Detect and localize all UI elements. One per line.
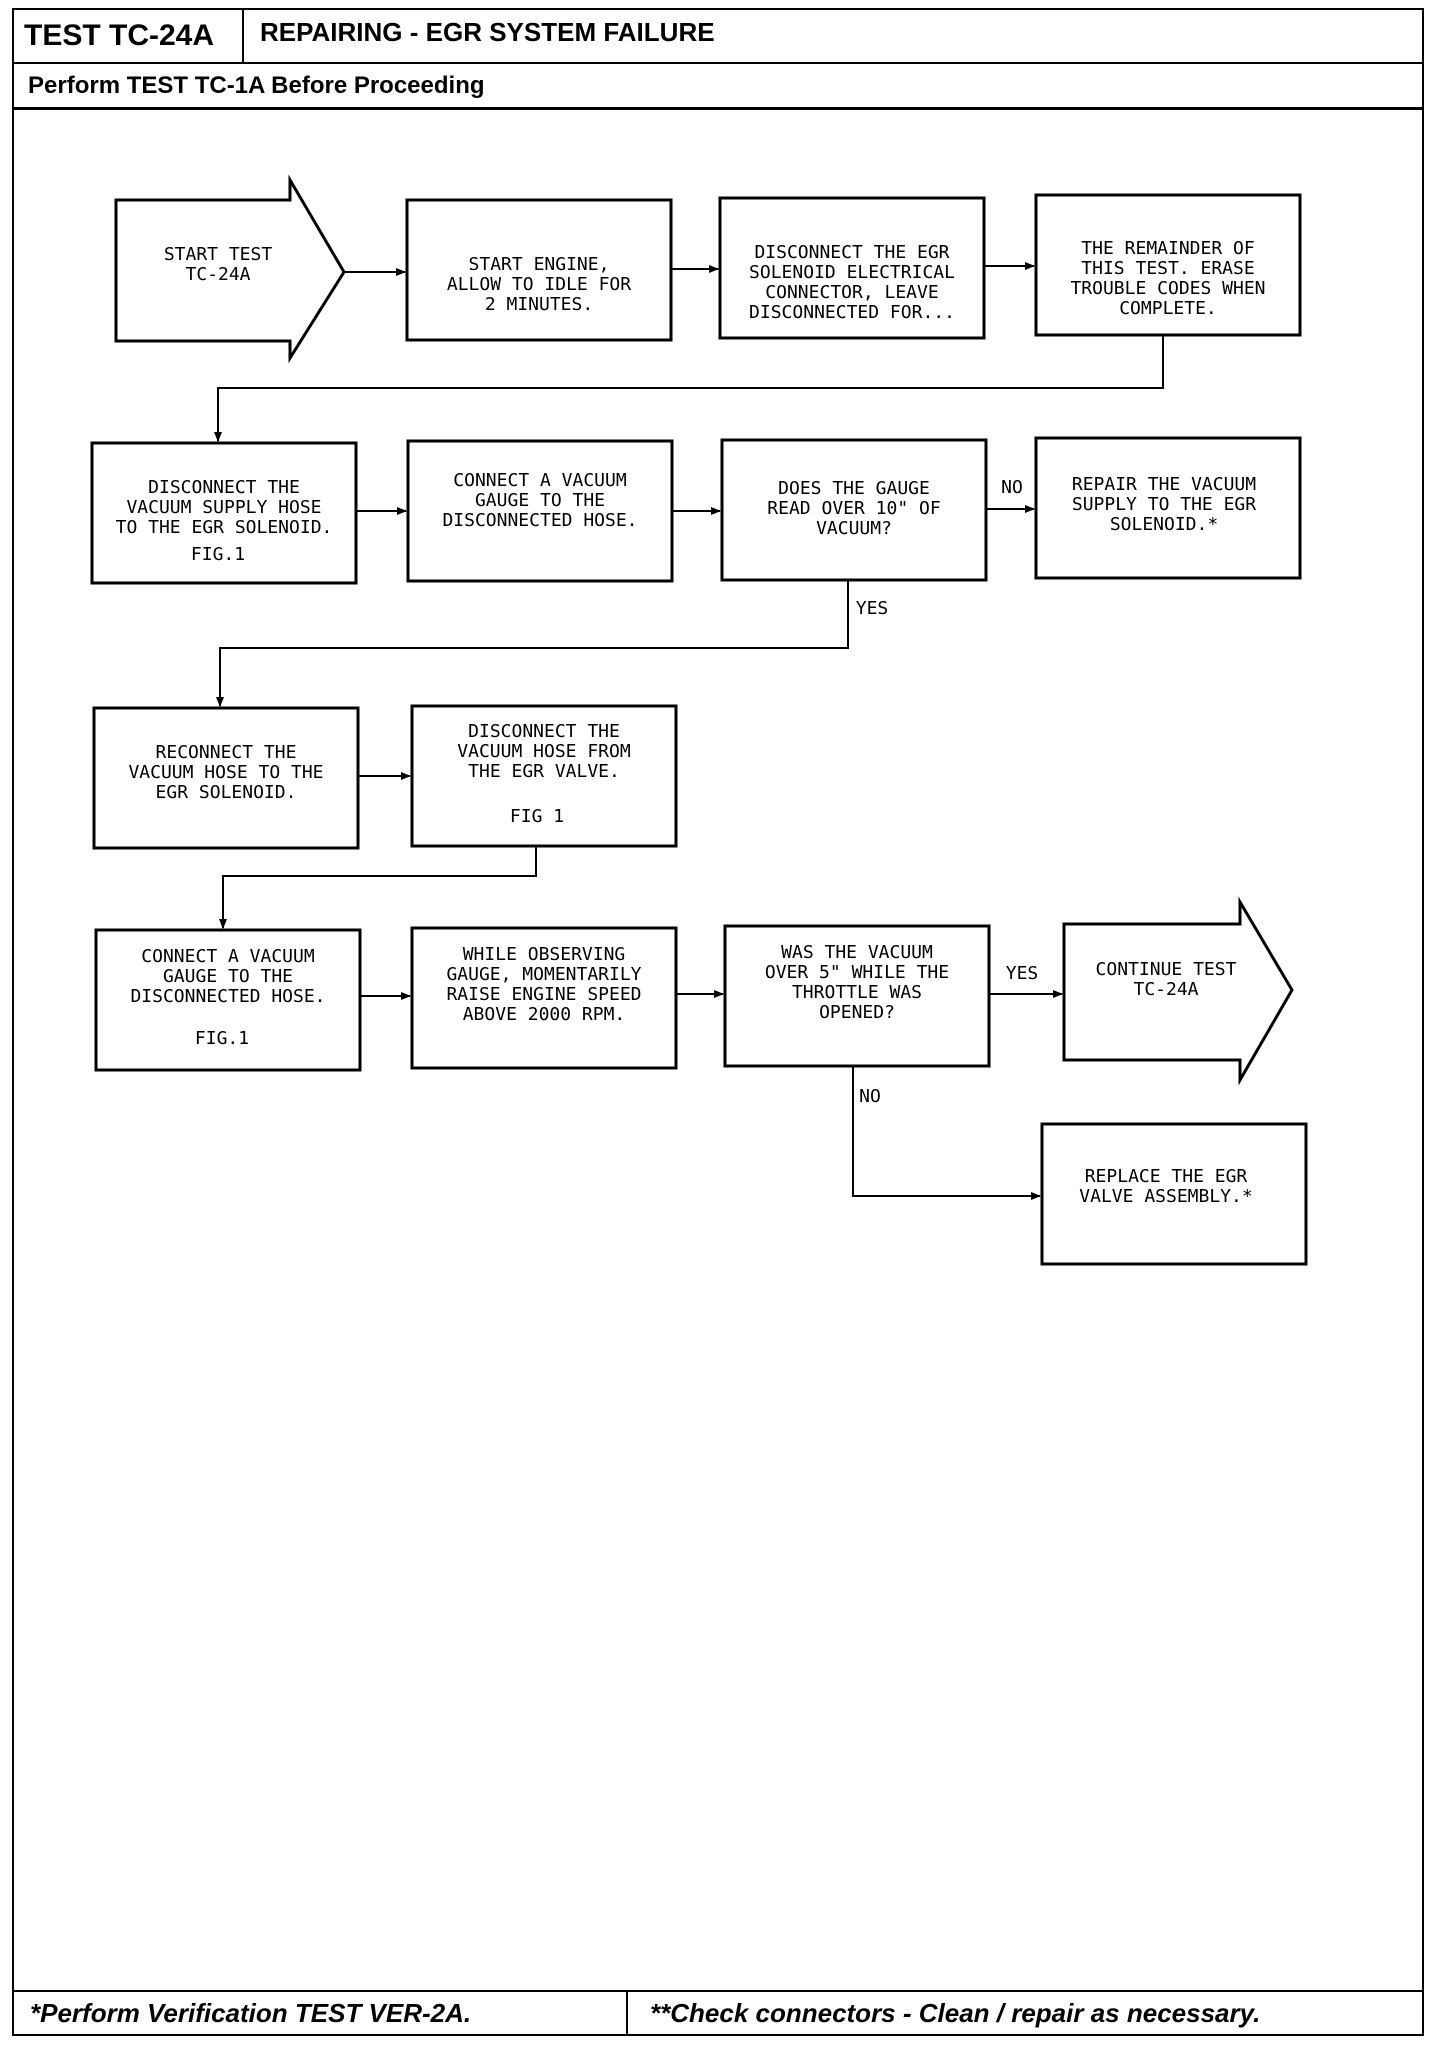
- box-label-line: SOLENOID ELECTRICAL: [749, 262, 955, 283]
- box-label-line: THIS TEST. ERASE: [1081, 258, 1254, 279]
- box-label-line: SOLENOID.*: [1110, 514, 1218, 535]
- box-label-line: CONNECTOR, LEAVE: [765, 282, 938, 303]
- step-raise-engine-speed: [410, 926, 678, 1070]
- box-label-line: THE REMAINDER OF: [1081, 238, 1254, 259]
- box-label-line: WAS THE VACUUM: [781, 942, 933, 963]
- box-label-line: DISCONNECTED FOR...: [749, 302, 955, 323]
- box-label-line: OVER 5" WHILE THE: [765, 962, 949, 983]
- box-label-line: VACUUM HOSE TO THE: [128, 762, 323, 783]
- box-label-line: ALLOW TO IDLE FOR: [447, 274, 631, 295]
- step-disconnect-supply-hose: [90, 441, 358, 585]
- box-label-line: VACUUM?: [816, 518, 892, 539]
- test-id: TEST TC-24A: [14, 10, 244, 62]
- page-title: REPAIRING - EGR SYSTEM FAILURE: [260, 16, 715, 47]
- box-label-line: GAUGE, MOMENTARILY: [446, 964, 641, 985]
- decision-label-no: NO: [859, 1086, 881, 1107]
- box-label-line: DISCONNECTED HOSE.: [130, 986, 325, 1007]
- footer-connector-note: **Check connectors - Clean / repair as n…: [650, 1997, 1261, 2028]
- fig-ref: FIG.1: [191, 544, 245, 565]
- decision-label-yes: YES: [1006, 963, 1039, 984]
- decision-label-yes: YES: [856, 598, 889, 619]
- step-connect-gauge: [406, 439, 674, 583]
- connector-line: [219, 846, 537, 929]
- decision-gauge-over-10: [720, 438, 988, 582]
- box-label-line: START TEST: [164, 244, 273, 265]
- box-label-line: THROTTLE WAS: [792, 982, 922, 1003]
- box-label-line: TO THE EGR SOLENOID.: [116, 517, 333, 538]
- step-reconnect-hose: [92, 706, 360, 850]
- box-label-line: TROUBLE CODES WHEN: [1070, 278, 1265, 299]
- box-label-line: WHILE OBSERVING: [463, 944, 626, 965]
- box-label-line: READ OVER 10" OF: [767, 498, 940, 519]
- step-remainder: [1034, 193, 1302, 337]
- box-label-line: DISCONNECT THE: [148, 477, 300, 498]
- box-label-line: EGR SOLENOID.: [156, 782, 297, 803]
- connector-line: [852, 1066, 1041, 1200]
- box-label-line: CONTINUE TEST: [1096, 959, 1237, 980]
- step-repair-vacuum-supply: [1034, 436, 1302, 580]
- box-label-line: 2 MINUTES.: [485, 294, 593, 315]
- box-label-line: REPLACE THE EGR: [1085, 1166, 1248, 1187]
- step-disconnect-egr-valve-hose: [410, 704, 678, 848]
- box-label-line: CONNECT A VACUUM: [453, 470, 627, 491]
- box-label-line: DOES THE GAUGE: [778, 478, 930, 499]
- box-label-line: TC-24A: [1133, 979, 1198, 1000]
- connector-line: [216, 580, 849, 707]
- continue-arrow-shape: [1062, 896, 1294, 1086]
- prerequisite-note: Perform TEST TC-1A Before Proceeding: [12, 64, 1424, 110]
- connector-line: [214, 335, 1164, 442]
- box-label-line: RECONNECT THE: [156, 742, 297, 763]
- box-label-line: START ENGINE,: [469, 254, 610, 275]
- fig-ref: FIG 1: [510, 806, 564, 827]
- footer: *Perform Verification TEST VER-2A. **Che…: [12, 1990, 1424, 2036]
- header: TEST TC-24A REPAIRING - EGR SYSTEM FAILU…: [12, 8, 1424, 64]
- box-label-line: CONNECT A VACUUM: [141, 946, 315, 967]
- box-label-line: COMPLETE.: [1119, 298, 1217, 319]
- box-label-line: TC-24A: [185, 264, 250, 285]
- step-disconnect-connector: [718, 196, 986, 340]
- step-start-engine: [405, 198, 673, 342]
- box-label-line: DISCONNECTED HOSE.: [442, 510, 637, 531]
- box-label-line: DISCONNECT THE EGR: [754, 242, 949, 263]
- box-label-line: REPAIR THE VACUUM: [1072, 474, 1256, 495]
- box-label-line: SUPPLY TO THE EGR: [1072, 494, 1256, 515]
- decision-label-no: NO: [1001, 477, 1023, 498]
- box-label-line: RAISE ENGINE SPEED: [446, 984, 641, 1005]
- box-label-line: GAUGE TO THE: [163, 966, 293, 987]
- box-label-line: GAUGE TO THE: [475, 490, 605, 511]
- start-arrow-shape: [114, 174, 346, 364]
- box-label-line: DISCONNECT THE: [468, 721, 620, 742]
- fig-ref: FIG.1: [195, 1028, 249, 1049]
- decision-vacuum-over-5: [723, 924, 991, 1068]
- box-label-line: VACUUM SUPPLY HOSE: [126, 497, 321, 518]
- box-label-line: OPENED?: [819, 1002, 895, 1023]
- box-label-line: ABOVE 2000 RPM.: [463, 1004, 626, 1025]
- step-replace-egr-valve: [1040, 1122, 1308, 1266]
- step-connect-gauge-2: [94, 928, 362, 1072]
- box-label-line: VALVE ASSEMBLY.*: [1079, 1186, 1252, 1207]
- box-label-line: THE EGR VALVE.: [468, 761, 620, 782]
- box-label-line: VACUUM HOSE FROM: [457, 741, 631, 762]
- footer-verification-note: *Perform Verification TEST VER-2A.: [14, 1992, 628, 2034]
